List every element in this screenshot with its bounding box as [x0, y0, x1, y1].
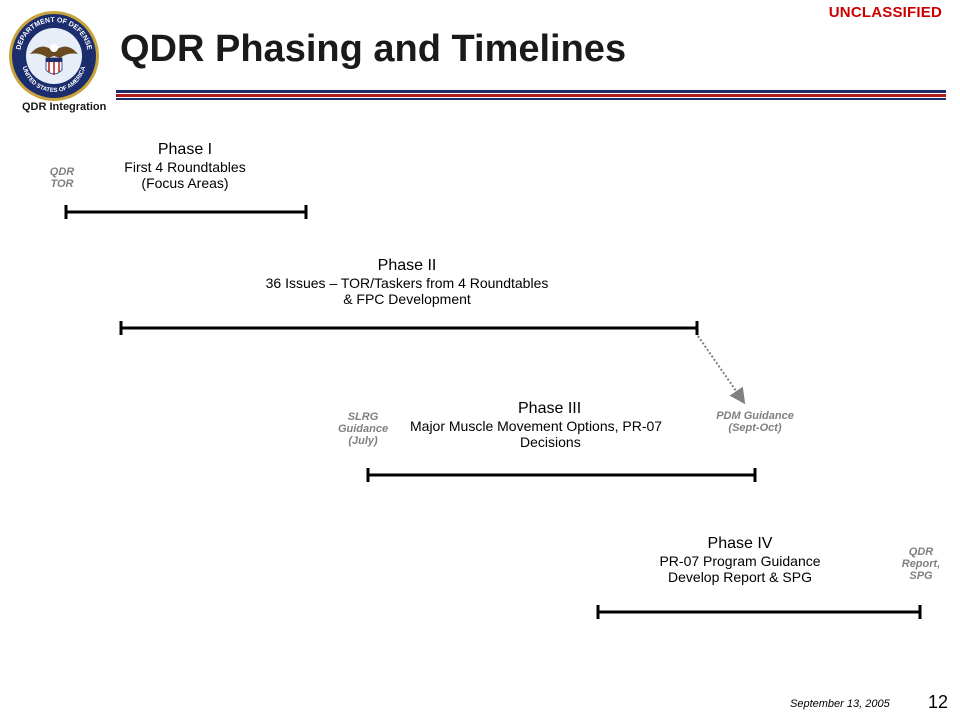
page-title: QDR Phasing and Timelines — [120, 28, 627, 70]
milestone-qdr-tor-line-1: QDR — [49, 166, 75, 178]
phase-2-label: Phase II 36 Issues – TOR/Taskers from 4 … — [207, 256, 607, 307]
phase-4-label: Phase IV PR-07 Program Guidance Develop … — [640, 534, 840, 585]
milestone-slrg-line-1: SLRG — [347, 411, 379, 423]
phase-3-name: Phase III — [518, 400, 582, 417]
phase-1-label: Phase I First 4 Roundtables (Focus Areas… — [105, 140, 265, 191]
milestone-slrg-line-2: Guidance — [337, 423, 389, 435]
pdm-dotted-arrow — [697, 335, 746, 405]
phase-3-bar — [366, 468, 757, 482]
phase-2-name: Phase II — [377, 257, 437, 274]
phase-4-bar — [596, 605, 922, 619]
milestone-qdr-tor-line-2: TOR — [50, 178, 74, 190]
phase-3-desc-line-1: Major Muscle Movement Options, PR-07 — [410, 418, 663, 434]
org-label: QDR Integration — [22, 101, 107, 113]
milestone-qdr-report-line-3: SPG — [909, 570, 933, 582]
department-seal-icon: DEPARTMENT OF DEFENSE UNITED STATES OF A… — [9, 11, 99, 101]
phase-2-bar — [119, 321, 699, 335]
milestone-slrg-guidance: SLRG Guidance (July) — [328, 411, 398, 447]
phase-1-desc-line-2: (Focus Areas) — [141, 175, 229, 191]
milestone-qdr-report: QDR Report, SPG — [893, 546, 949, 582]
milestone-pdm-line-2: (Sept-Oct) — [728, 422, 782, 434]
footer-date: September 13, 2005 — [790, 698, 890, 710]
milestone-slrg-line-3: (July) — [348, 435, 378, 447]
phase-3-desc-line-2: Decisions — [520, 434, 581, 450]
phase-1-name: Phase I — [157, 141, 213, 158]
milestone-qdr-report-line-2: Report, — [901, 558, 941, 570]
phase-4-desc-line-1: PR-07 Program Guidance — [659, 553, 821, 569]
classification-marking: UNCLASSIFIED — [828, 4, 942, 21]
milestone-qdr-report-line-1: QDR — [908, 546, 934, 558]
phase-2-desc-line-2: & FPC Development — [343, 291, 471, 307]
title-rule — [116, 90, 946, 100]
phase-4-desc-line-2: Develop Report & SPG — [668, 569, 812, 585]
phase-4-name: Phase IV — [707, 535, 773, 552]
phase-3-label: Phase III Major Muscle Movement Options,… — [410, 399, 700, 450]
milestone-pdm-guidance: PDM Guidance (Sept-Oct) — [700, 410, 810, 434]
phase-1-bar — [64, 205, 308, 219]
phase-2-desc-line-1: 36 Issues – TOR/Taskers from 4 Roundtabl… — [265, 275, 549, 291]
milestone-qdr-tor: QDR TOR — [40, 166, 84, 190]
milestone-pdm-line-1: PDM Guidance — [716, 410, 794, 422]
phase-1-desc-line-1: First 4 Roundtables — [124, 159, 246, 175]
page-number: 12 — [928, 692, 949, 712]
